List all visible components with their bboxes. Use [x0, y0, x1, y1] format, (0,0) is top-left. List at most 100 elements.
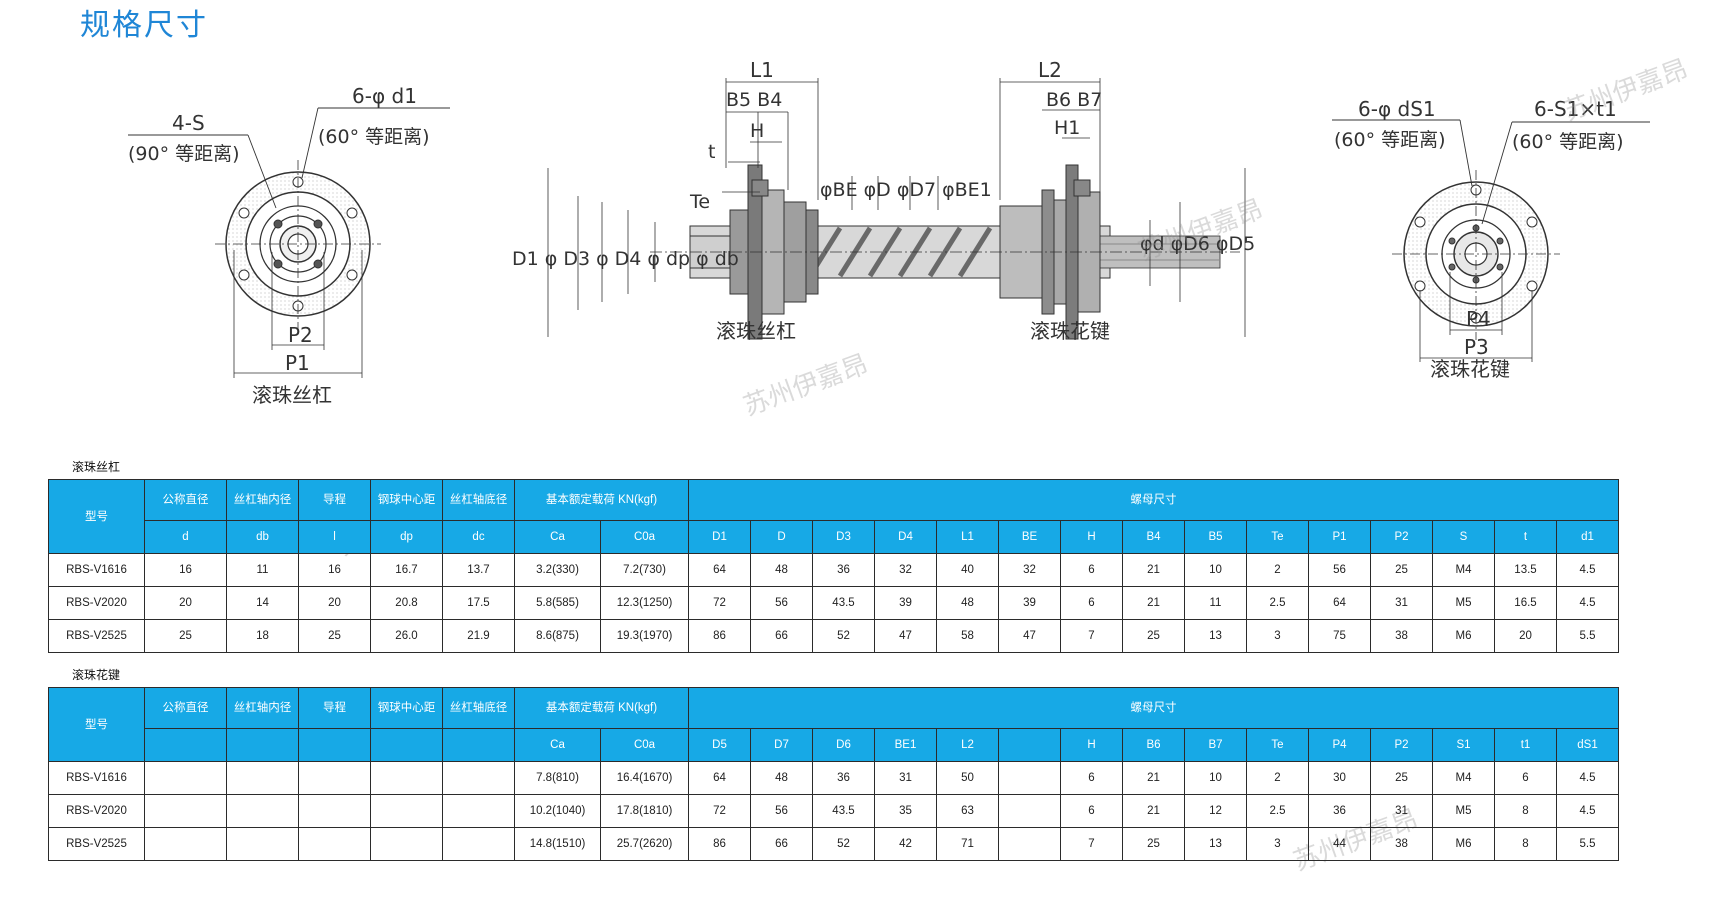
label-60a: (60° 等距离) — [318, 126, 430, 148]
value-cell: 43.5 — [812, 794, 875, 828]
value-cell: 35 — [874, 794, 937, 828]
value-cell: 3.2(330) — [514, 553, 601, 587]
value-cell: 2.5 — [1246, 586, 1309, 620]
value-cell: 7.8(810) — [514, 761, 601, 795]
value-cell — [144, 827, 227, 861]
value-cell: 7 — [1060, 827, 1123, 861]
value-cell: 5.8(585) — [514, 586, 601, 620]
value-cell: 48 — [936, 586, 999, 620]
subheader-cell: P2 — [1370, 520, 1433, 554]
value-cell: 52 — [812, 827, 875, 861]
value-cell: 36 — [812, 553, 875, 587]
value-cell: 10.2(1040) — [514, 794, 601, 828]
spec-table-ball-screw: 型号公称直径丝杠轴内径导程钢球中心距丝杠轴底径基本额定载荷 KN(kgf)螺母尺… — [48, 479, 1619, 653]
value-cell: 16.7 — [370, 553, 443, 587]
value-cell: 12 — [1184, 794, 1247, 828]
value-cell: 42 — [874, 827, 937, 861]
label-h: H — [750, 120, 764, 142]
value-cell: 6 — [1494, 761, 1557, 795]
label-t: t — [708, 141, 715, 163]
value-cell: 3 — [1246, 619, 1309, 653]
value-cell: 21 — [1122, 761, 1185, 795]
model-cell: RBS-V2525 — [48, 619, 145, 653]
value-cell: 32 — [874, 553, 937, 587]
value-cell: 5.5 — [1556, 827, 1619, 861]
value-cell — [370, 794, 443, 828]
label-60b: (60° 等距离) — [1334, 129, 1446, 151]
subheader-cell: C0a — [600, 520, 689, 554]
value-cell: 47 — [998, 619, 1061, 653]
value-cell: 66 — [750, 619, 813, 653]
value-cell — [442, 761, 515, 795]
value-cell: 86 — [688, 827, 751, 861]
subheader-cell: Ca — [514, 728, 601, 762]
label-b6b7: B6 B7 — [1046, 89, 1102, 111]
value-cell: 71 — [936, 827, 999, 861]
value-cell: 21 — [1122, 794, 1185, 828]
value-cell: 2 — [1246, 761, 1309, 795]
value-cell: 17.5 — [442, 586, 515, 620]
page-title: 规格尺寸 — [80, 8, 208, 43]
value-cell: 31 — [1370, 794, 1433, 828]
value-cell: 3 — [1246, 827, 1309, 861]
value-cell: 16.5 — [1494, 586, 1557, 620]
subheader-cell — [442, 728, 515, 762]
left-caption: 滚珠丝杠 — [252, 383, 332, 407]
value-cell: 31 — [1370, 586, 1433, 620]
right-caption: 滚珠花键 — [1430, 357, 1510, 381]
table2-caption: 滚珠花键 — [72, 668, 121, 682]
value-cell: 10 — [1184, 761, 1247, 795]
value-cell: 14 — [226, 586, 299, 620]
value-cell: 30 — [1308, 761, 1371, 795]
value-cell: 43.5 — [812, 586, 875, 620]
value-cell — [298, 761, 371, 795]
value-cell: 6 — [1060, 761, 1123, 795]
label-4s: 4-S — [172, 111, 205, 135]
value-cell: 56 — [1308, 553, 1371, 587]
subheader-cell: H — [1060, 520, 1123, 554]
value-cell: 66 — [750, 827, 813, 861]
subheader-cell: D4 — [874, 520, 937, 554]
value-cell: 7.2(730) — [600, 553, 689, 587]
header-cell: 公称直径 — [144, 479, 227, 521]
subheader-cell: B5 — [1184, 520, 1247, 554]
value-cell — [370, 761, 443, 795]
center-side-view — [547, 78, 1246, 340]
value-cell: 48 — [750, 761, 813, 795]
value-cell — [144, 761, 227, 795]
value-cell — [442, 794, 515, 828]
label-p3: P3 — [1464, 335, 1489, 359]
label-mid-dims: φBE φD φD7 φBE1 — [820, 179, 992, 201]
header-cell: 螺母尺寸 — [688, 687, 1619, 729]
value-cell: 6 — [1060, 794, 1123, 828]
value-cell: 25 — [298, 619, 371, 653]
value-cell: 11 — [226, 553, 299, 587]
subheader-cell: P1 — [1308, 520, 1371, 554]
subheader-cell: P2 — [1370, 728, 1433, 762]
subheader-cell — [998, 728, 1061, 762]
value-cell: 25 — [1370, 761, 1433, 795]
value-cell: 8.6(875) — [514, 619, 601, 653]
subheader-cell: B6 — [1122, 728, 1185, 762]
value-cell: 58 — [936, 619, 999, 653]
subheader-cell: dS1 — [1556, 728, 1619, 762]
header-cell: 钢球中心距 — [370, 479, 443, 521]
value-cell: 4.5 — [1556, 553, 1619, 587]
header-cell: 基本额定载荷 KN(kgf) — [514, 687, 689, 729]
value-cell: 50 — [936, 761, 999, 795]
value-cell — [370, 827, 443, 861]
subheader-cell — [298, 728, 371, 762]
label-p1: P1 — [285, 351, 310, 375]
value-cell: 5.5 — [1556, 619, 1619, 653]
header-cell: 钢球中心距 — [370, 687, 443, 729]
header-cell: 丝杠轴底径 — [442, 687, 515, 729]
subheader-cell: d1 — [1556, 520, 1619, 554]
label-left-dims: D1 φ D3 φ D4 φ dp φ db — [512, 248, 739, 270]
value-cell: 4.5 — [1556, 586, 1619, 620]
value-cell: 25 — [1122, 827, 1185, 861]
label-6d1: 6-φ d1 — [352, 84, 417, 108]
